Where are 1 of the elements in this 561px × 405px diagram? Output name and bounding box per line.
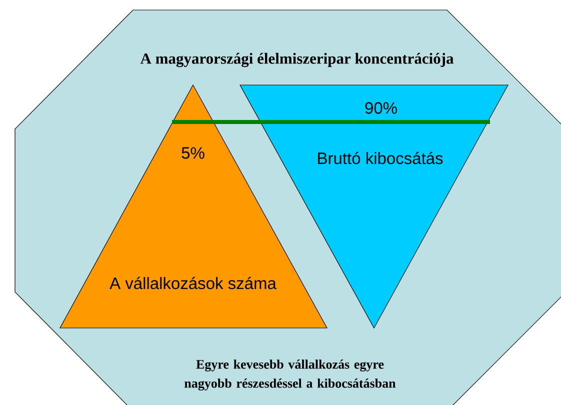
level-line	[172, 120, 490, 124]
